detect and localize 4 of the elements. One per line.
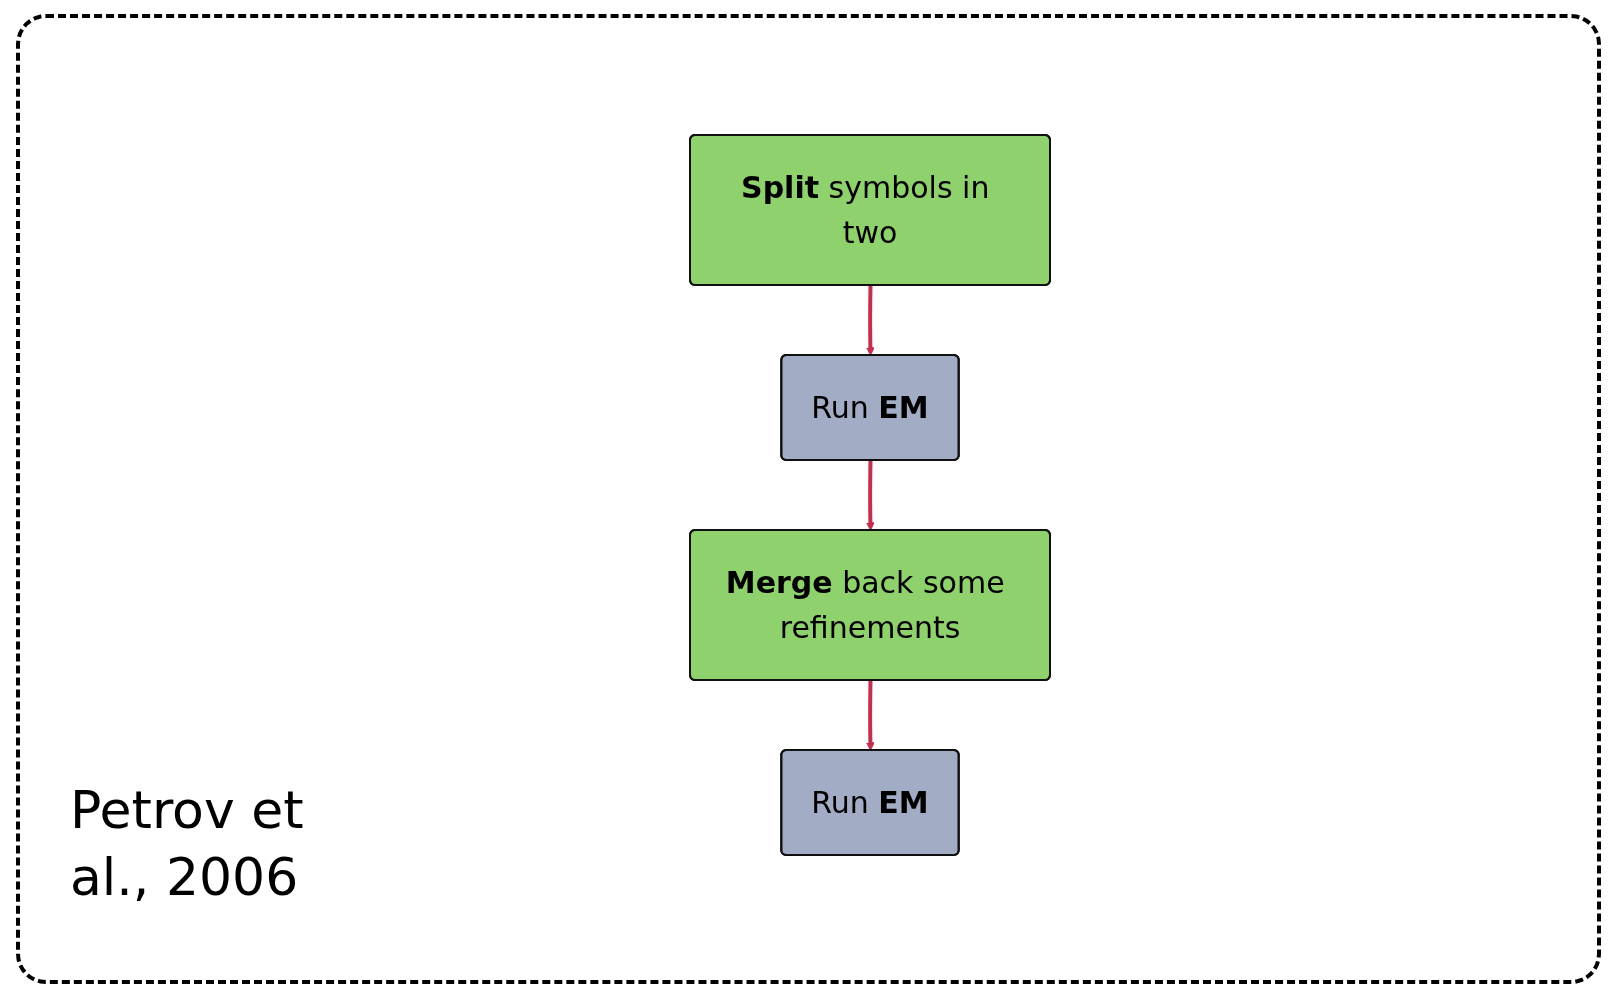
citation-text: Petrov et al., 2006 bbox=[70, 778, 305, 910]
arrow bbox=[866, 285, 875, 356]
arrow bbox=[866, 460, 875, 531]
arrow bbox=[866, 680, 875, 751]
